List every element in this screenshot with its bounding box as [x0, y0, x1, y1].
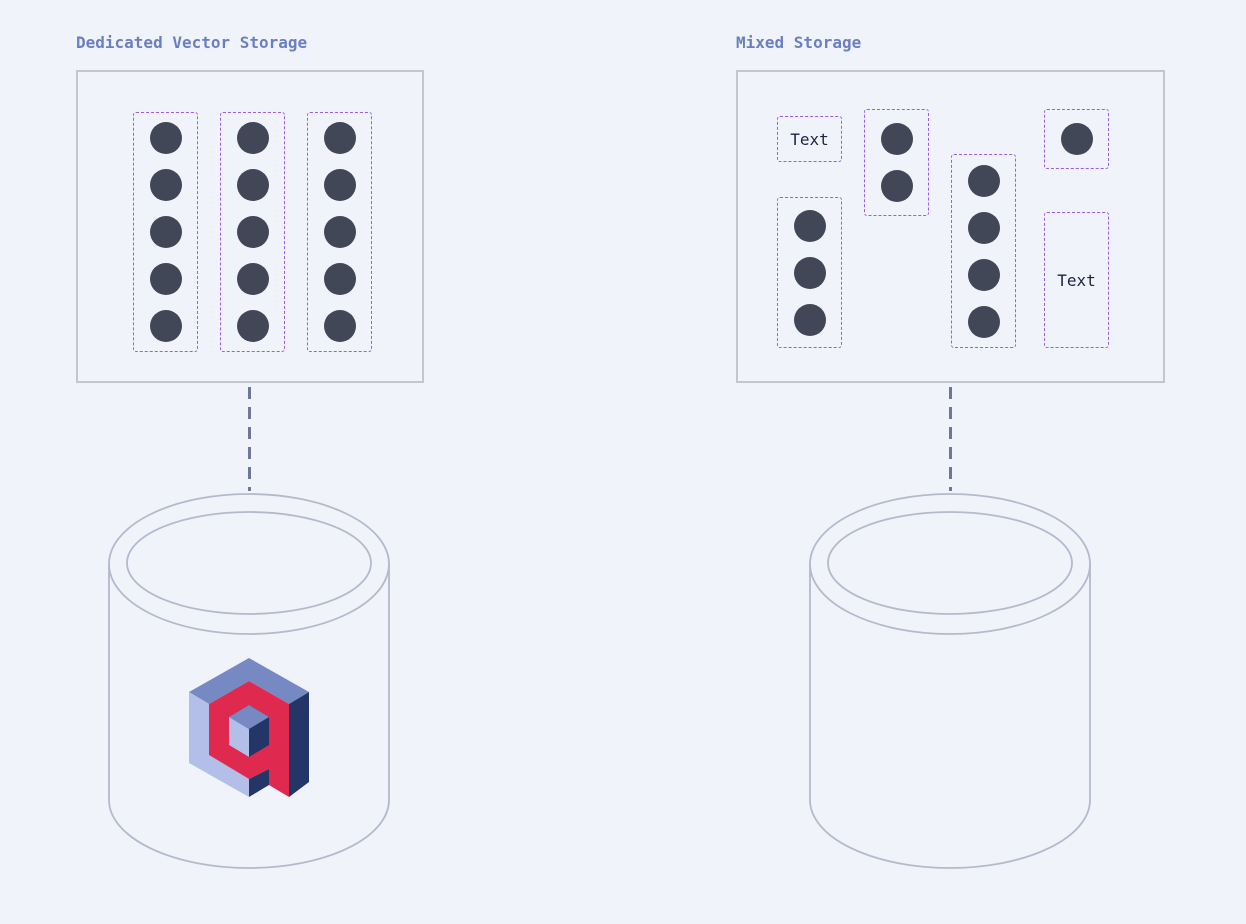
vector-dot [793, 209, 826, 242]
vector-dot [236, 216, 269, 248]
vector-dot [149, 169, 182, 201]
vector-dot [236, 122, 269, 154]
vector-dot [149, 263, 182, 295]
vector-dot [236, 169, 269, 201]
text-record: Text [777, 116, 842, 162]
vector-dot [323, 310, 356, 342]
dedicated-storage-box [76, 70, 424, 383]
text-record-label: Text [1057, 270, 1096, 290]
vector-column [307, 112, 372, 352]
vector-group [864, 109, 929, 216]
vector-dot [967, 164, 1000, 197]
vector-dot [323, 122, 356, 154]
vector-dot [236, 310, 269, 342]
vector-dot [236, 263, 269, 295]
vector-dot [149, 216, 182, 248]
text-record-label: Text [790, 129, 829, 149]
vector-dot [967, 211, 1000, 244]
vector-dot [793, 256, 826, 289]
vector-dot [323, 216, 356, 248]
left-connector-line [248, 387, 251, 491]
vector-dot [149, 122, 182, 154]
vector-dot [323, 263, 356, 295]
vector-group [1044, 109, 1109, 169]
mixed-storage-title: Mixed Storage [736, 33, 862, 52]
vector-dot [1060, 123, 1093, 155]
vector-dot [149, 310, 182, 342]
qdrant-logo [189, 658, 309, 797]
vector-group [951, 154, 1016, 348]
mixed-database-cylinder [809, 493, 1091, 869]
right-connector-line [949, 387, 952, 491]
vector-dot [793, 303, 826, 336]
vector-dot [880, 123, 913, 155]
vector-column [220, 112, 285, 352]
vector-dot [967, 258, 1000, 291]
vector-dot [323, 169, 356, 201]
vector-dot [967, 305, 1000, 338]
vector-group [777, 197, 842, 348]
mixed-storage-box: Text Text [736, 70, 1165, 383]
text-record: Text [1044, 212, 1109, 348]
vector-column [133, 112, 198, 352]
vector-database-cylinder [108, 493, 390, 869]
dedicated-storage-title: Dedicated Vector Storage [76, 33, 308, 52]
vector-dot [880, 170, 913, 202]
